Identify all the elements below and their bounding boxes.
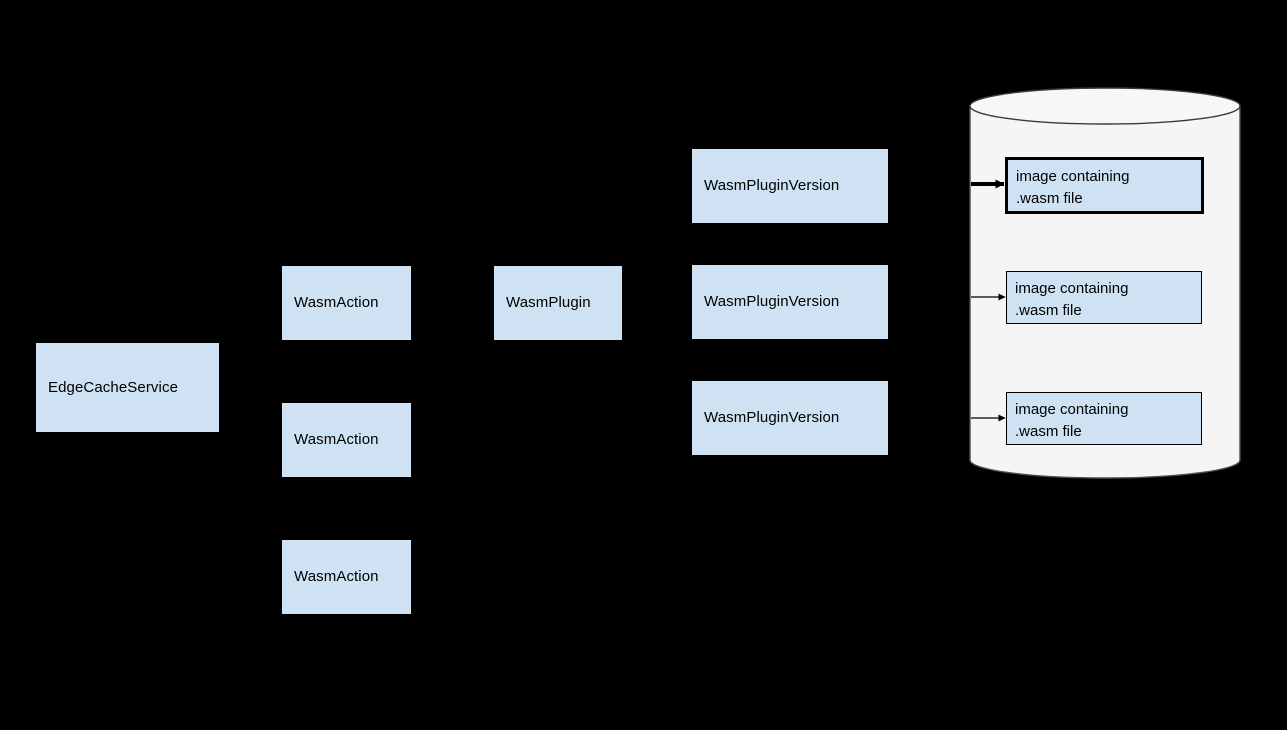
registry-image-item-3[interactable]: image containing .wasm file xyxy=(1006,392,1202,445)
node-wasm-plugin-version-2[interactable]: WasmPluginVersion xyxy=(692,265,888,339)
registry-image-item-1[interactable]: image containing .wasm file xyxy=(1005,157,1204,214)
cylinder-top-ellipse xyxy=(969,87,1241,125)
node-wasm-plugin-version-3[interactable]: WasmPluginVersion xyxy=(692,381,888,455)
node-wasm-action-1[interactable]: WasmAction xyxy=(282,266,411,340)
node-wasm-plugin[interactable]: WasmPlugin xyxy=(494,266,622,340)
registry-image-item-2[interactable]: image containing .wasm file xyxy=(1006,271,1202,324)
node-wasm-action-3[interactable]: WasmAction xyxy=(282,540,411,614)
node-wasm-plugin-version-1[interactable]: WasmPluginVersion xyxy=(692,149,888,223)
node-wasm-action-2[interactable]: WasmAction xyxy=(282,403,411,477)
node-edge-cache-service[interactable]: EdgeCacheService xyxy=(36,343,219,432)
